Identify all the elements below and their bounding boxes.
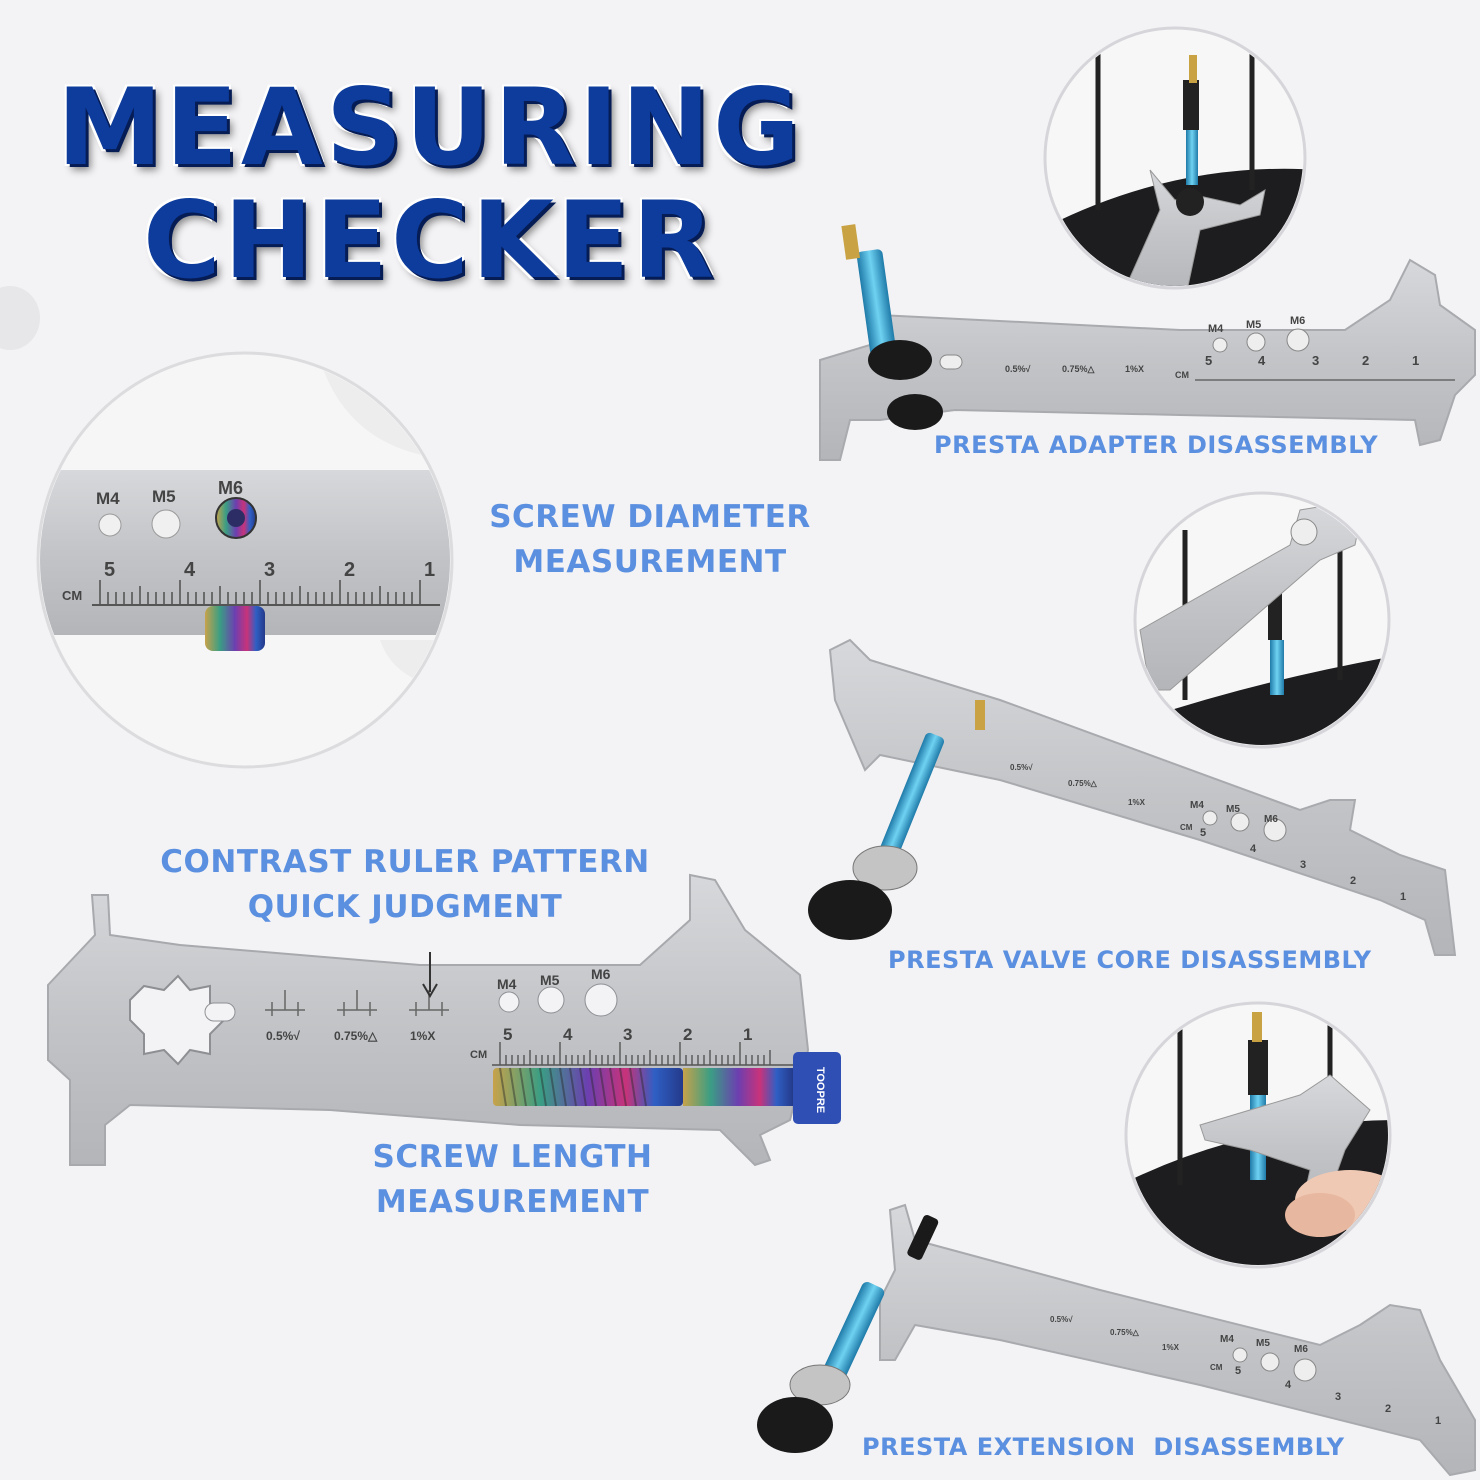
- m5-label: M5: [152, 487, 176, 506]
- screw-diameter-zoom: M4 M5 M6 CM 5 4 3 2 1: [36, 351, 454, 769]
- tool-cm-label: CM: [470, 1049, 487, 1061]
- tool-number-3: 3: [623, 1025, 632, 1044]
- core-m5-label: M5: [1226, 804, 1240, 815]
- adapter-m5-label: M5: [1246, 319, 1261, 331]
- caption-screw-diameter-line2: MEASUREMENT: [513, 544, 787, 580]
- ext-number-3: 3: [1335, 1391, 1341, 1403]
- screw-brand-label: TOOPRE: [814, 1067, 826, 1113]
- cm-label: CM: [62, 588, 82, 603]
- adapter-number-4: 4: [1258, 353, 1266, 368]
- caption-contrast-ruler: CONTRAST RULER PATTERN QUICK JUDGMENT: [100, 840, 710, 930]
- ruler-number-5: 5: [104, 559, 115, 581]
- caption-presta-valve-core: PRESTA VALVE CORE DISASSEMBLY: [888, 946, 1372, 974]
- title-line-2: CHECKER: [143, 179, 717, 302]
- caption-screw-length-line2: MEASUREMENT: [375, 1184, 650, 1220]
- ruler-number-3: 3: [264, 559, 275, 581]
- core-number-1: 1: [1400, 891, 1406, 903]
- presta-extension-illustration: M4 M5 M6 0.5%√ 0.75%△ 1%X CM 5 4 3 2 1: [757, 1001, 1476, 1477]
- tool-m6-label: M6: [591, 966, 611, 982]
- caption-presta-adapter: PRESTA ADAPTER DISASSEMBLY: [934, 431, 1379, 459]
- ruler-number-1: 1: [424, 559, 435, 581]
- caption-screw-diameter-line1: SCREW DIAMETER: [489, 499, 811, 535]
- adapter-cm-label: CM: [1175, 370, 1189, 380]
- m6-label: M6: [218, 478, 243, 498]
- core-number-2: 2: [1350, 875, 1356, 887]
- wear-label-05: 0.5%√: [266, 1029, 300, 1043]
- ext-number-5: 5: [1235, 1365, 1241, 1377]
- tool-number-2: 2: [683, 1025, 692, 1044]
- core-cm-label: CM: [1180, 823, 1193, 832]
- wear-label-075: 0.75%△: [334, 1029, 378, 1043]
- tool-number-1: 1: [743, 1025, 752, 1044]
- tool-number-5: 5: [503, 1025, 512, 1044]
- core-m4-label: M4: [1190, 800, 1204, 811]
- caption-contrast-ruler-line2: QUICK JUDGMENT: [247, 889, 563, 925]
- core-wear-075: 0.75%△: [1068, 779, 1098, 788]
- adapter-number-3: 3: [1312, 353, 1319, 368]
- ext-number-4: 4: [1285, 1379, 1292, 1391]
- core-wear-05: 0.5%√: [1010, 763, 1033, 772]
- ext-number-2: 2: [1385, 1403, 1391, 1415]
- wear-label-1: 1%X: [410, 1029, 435, 1043]
- m4-label: M4: [96, 489, 120, 508]
- tool-m4-label: M4: [497, 976, 517, 992]
- core-m6-label: M6: [1264, 814, 1278, 825]
- ext-cm-label: CM: [1210, 1363, 1223, 1372]
- background-blob: [0, 286, 40, 350]
- ext-m5-label: M5: [1256, 1338, 1270, 1349]
- tool-number-4: 4: [563, 1025, 573, 1044]
- ext-wear-05: 0.5%√: [1050, 1315, 1073, 1324]
- main-checker-tool: M4 M5 M6 0.5%√ 0.75%△ 1%X CM 5 4 3 2 1: [47, 873, 841, 1167]
- adapter-wear-05: 0.5%√: [1005, 364, 1031, 374]
- adapter-number-2: 2: [1362, 353, 1369, 368]
- wear-gauge-icons: [265, 990, 449, 1016]
- caption-screw-diameter: SCREW DIAMETER MEASUREMENT: [460, 495, 840, 585]
- ext-wear-075: 0.75%△: [1110, 1328, 1140, 1337]
- adapter-wear-1: 1%X: [1125, 364, 1144, 374]
- tool-m5-label: M5: [540, 972, 560, 988]
- ruler-number-2: 2: [344, 559, 355, 581]
- caption-screw-length-line1: SCREW LENGTH: [372, 1139, 653, 1175]
- ext-m4-label: M4: [1220, 1334, 1234, 1345]
- core-number-3: 3: [1300, 859, 1306, 871]
- caption-presta-extension: PRESTA EXTENSION DISASSEMBLY: [862, 1433, 1345, 1461]
- presta-valve-core-illustration: M4 M5 M6 0.5%√ 0.75%△ 1%X CM 5 4 3 2 1: [808, 491, 1457, 956]
- adapter-number-1: 1: [1412, 353, 1419, 368]
- arrow-icon: [422, 952, 438, 998]
- core-wear-1: 1%X: [1128, 798, 1146, 807]
- adapter-wear-075: 0.75%△: [1062, 364, 1096, 374]
- title-line-1: MEASURING: [56, 66, 804, 189]
- presta-adapter-illustration: M4 M5 M6 0.5%√ 0.75%△ 1%X CM 5 4 3 2 1: [819, 26, 1476, 461]
- adapter-m4-label: M4: [1208, 323, 1224, 335]
- caption-contrast-ruler-line1: CONTRAST RULER PATTERN: [160, 844, 650, 880]
- adapter-number-5: 5: [1205, 353, 1212, 368]
- ext-wear-1: 1%X: [1162, 1343, 1180, 1352]
- adapter-m6-label: M6: [1290, 315, 1305, 327]
- core-number-4: 4: [1250, 843, 1257, 855]
- ruler-number-4: 4: [184, 559, 196, 581]
- diameter-ruler-ticks: [99, 580, 421, 605]
- core-number-5: 5: [1200, 827, 1206, 839]
- rainbow-screw: TOOPRE: [493, 1052, 841, 1124]
- caption-screw-length: SCREW LENGTH MEASUREMENT: [330, 1135, 695, 1225]
- ext-number-1: 1: [1435, 1415, 1441, 1427]
- ext-m6-label: M6: [1294, 1344, 1308, 1355]
